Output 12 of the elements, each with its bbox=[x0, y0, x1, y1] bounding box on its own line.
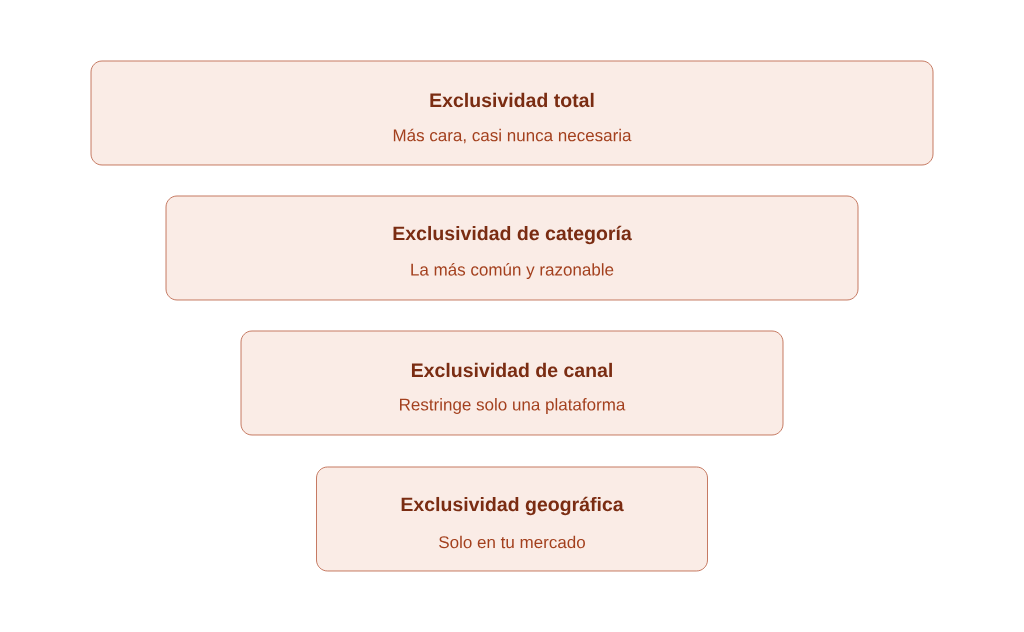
box-description: Solo en tu mercado bbox=[439, 535, 585, 549]
box-title: Exclusividad de categoría bbox=[393, 225, 632, 245]
box-description: Más cara, casi nunca necesaria bbox=[393, 128, 632, 144]
box-description: La más común y razonable bbox=[411, 262, 614, 279]
box-title: Exclusividad geográfica bbox=[401, 496, 624, 516]
tier-box bbox=[90, 60, 934, 166]
tier-box bbox=[240, 330, 784, 436]
box-description: Restringe solo una plataforma bbox=[400, 398, 626, 414]
tier-box bbox=[165, 195, 859, 301]
box-title: Exclusividad de canal bbox=[411, 362, 612, 378]
tier-box bbox=[316, 466, 708, 572]
box-title: Exclusividad total bbox=[430, 92, 594, 108]
